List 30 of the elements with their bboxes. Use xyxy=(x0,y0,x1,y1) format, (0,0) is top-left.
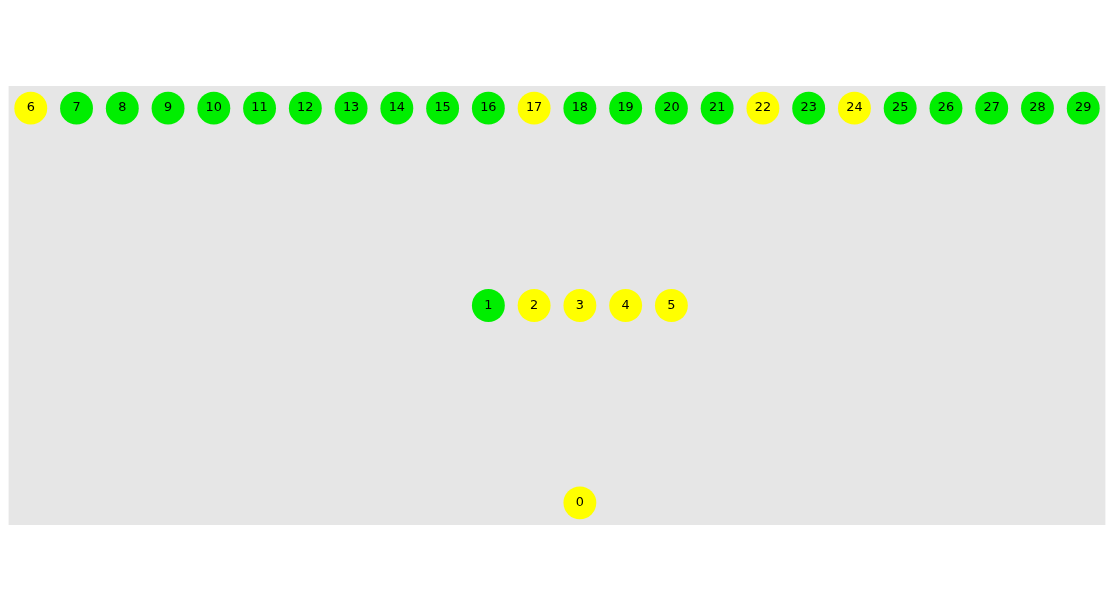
node-circle: 14 xyxy=(380,91,414,125)
node-circle: 1 xyxy=(471,289,505,322)
node-circle: 4 xyxy=(609,289,643,322)
node-circle: 12 xyxy=(288,91,322,125)
node-circle: 20 xyxy=(654,91,688,125)
node-circle: 16 xyxy=(471,91,505,125)
node-circle: 3 xyxy=(563,289,597,322)
node-circle: 2 xyxy=(517,289,551,322)
node-circle: 13 xyxy=(334,91,368,125)
node-circle: 9 xyxy=(151,91,185,125)
node-circle: 26 xyxy=(929,91,963,125)
node-circle: 6 xyxy=(14,91,48,125)
node-circle: 5 xyxy=(654,289,688,322)
node-circle: 25 xyxy=(883,91,917,125)
node-circle: 10 xyxy=(197,91,231,125)
node-circle: 28 xyxy=(1021,91,1054,125)
node-circle: 22 xyxy=(746,91,780,125)
node-circle: 27 xyxy=(975,91,1009,125)
node-circle: 17 xyxy=(517,91,551,125)
node-circle: 7 xyxy=(60,91,93,125)
node-circle: 18 xyxy=(563,91,597,125)
node-circle: 21 xyxy=(700,91,734,125)
node-circle: 11 xyxy=(243,91,276,125)
node-circle: 15 xyxy=(426,91,460,125)
node-circle: 19 xyxy=(609,91,643,125)
node-circle: 0 xyxy=(563,486,597,520)
node-circle: 23 xyxy=(792,91,826,125)
node-circle: 29 xyxy=(1066,91,1100,125)
node-circle: 8 xyxy=(105,91,139,125)
node-circle: 24 xyxy=(838,91,871,125)
